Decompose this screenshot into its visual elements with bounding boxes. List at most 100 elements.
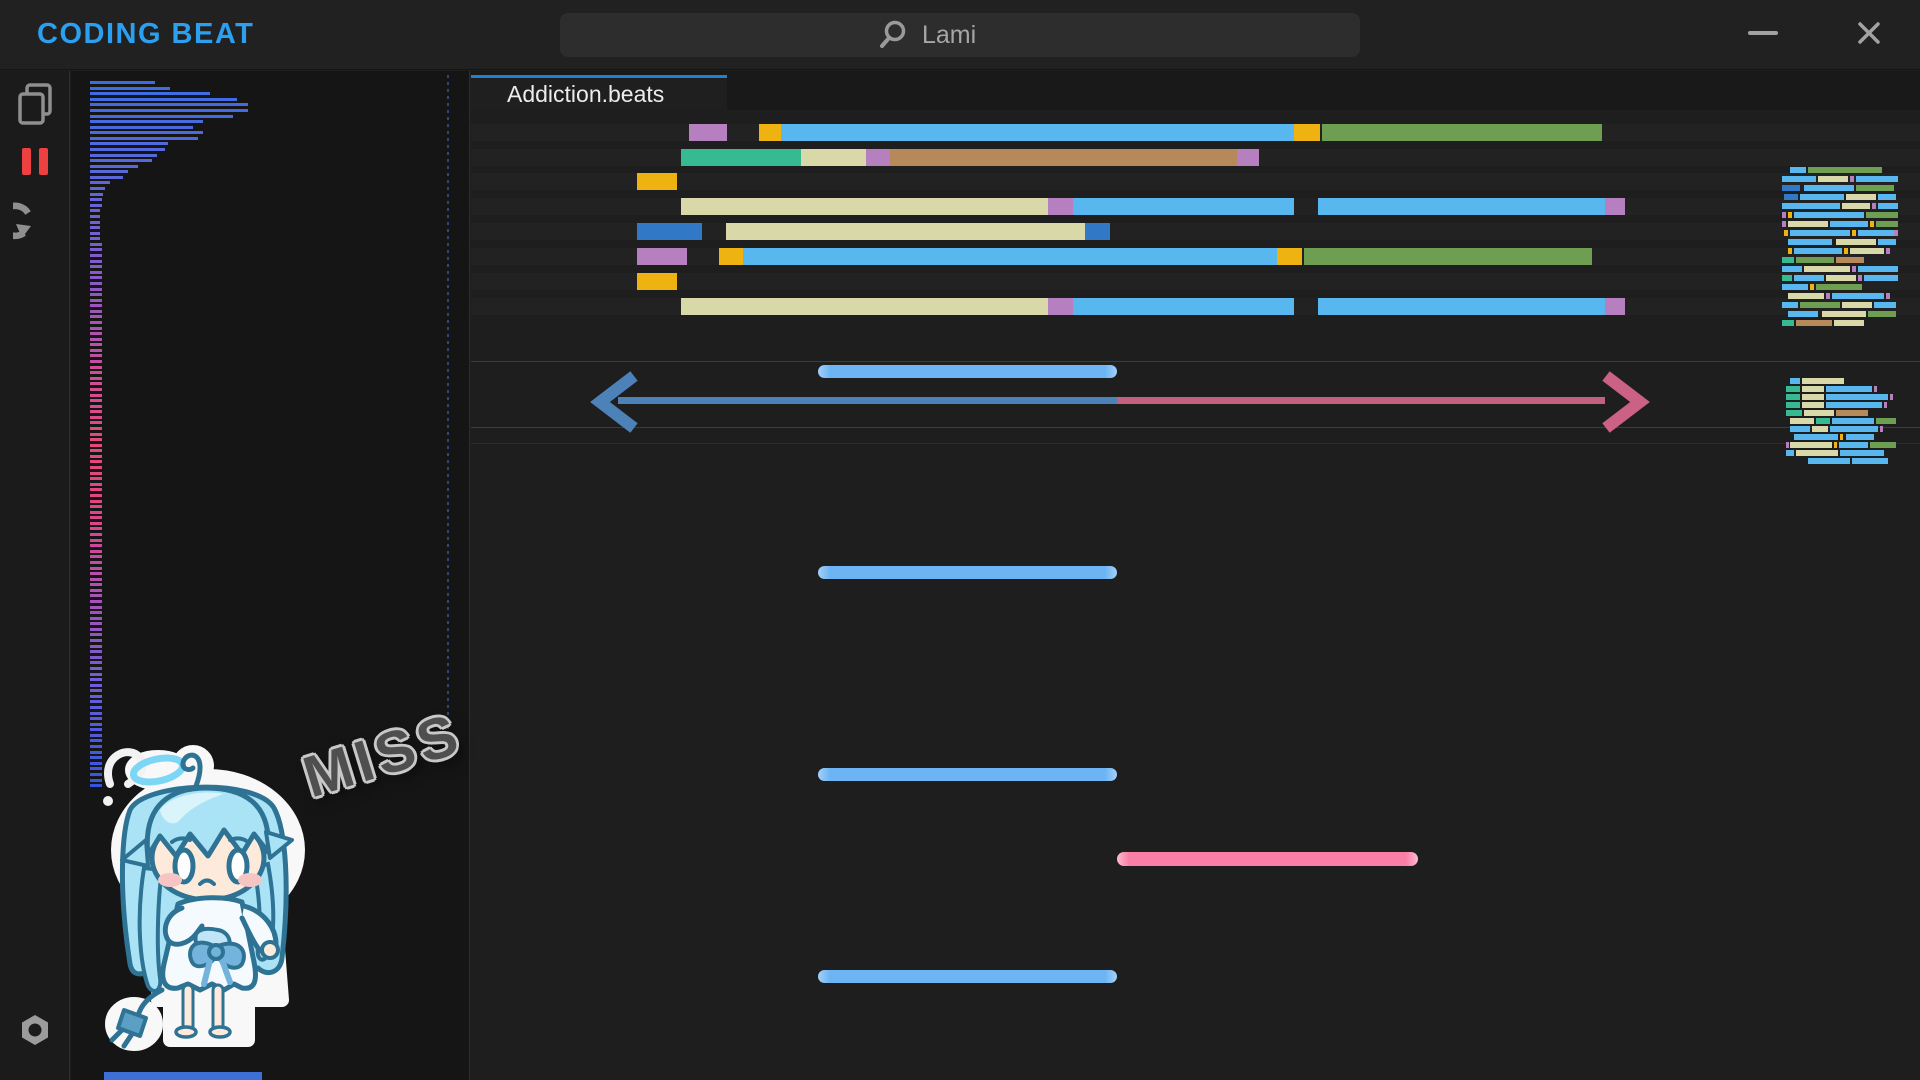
waveform-bar <box>90 164 138 168</box>
waveform-bar <box>90 493 102 497</box>
waveform-bar <box>90 644 102 648</box>
seek-arrow-left[interactable] <box>588 371 648 433</box>
waveform-bar <box>90 772 102 776</box>
minimap-segment <box>1890 394 1893 400</box>
code-token <box>681 298 1048 315</box>
minimap-secondary[interactable] <box>1786 378 1906 468</box>
minimap-segment <box>1782 284 1808 290</box>
waveform-bar <box>90 655 102 659</box>
tab-label: Addiction.beats <box>507 80 665 107</box>
minimap-primary[interactable] <box>1782 167 1902 331</box>
code-token <box>1605 298 1625 315</box>
minimap-segment <box>1804 185 1854 191</box>
minimap-segment <box>1876 418 1896 424</box>
minimize-button[interactable] <box>1740 10 1786 56</box>
tab-addiction-beats[interactable]: Addiction.beats <box>471 75 727 110</box>
minimap-segment <box>1836 410 1868 416</box>
minimap-segment <box>1866 212 1898 218</box>
plug-tail <box>116 1008 148 1038</box>
minimap-segment <box>1812 426 1828 432</box>
waveform-bar <box>90 460 102 464</box>
pause-button[interactable] <box>0 131 69 191</box>
note-pill-blue[interactable] <box>818 768 1117 781</box>
waveform-bar <box>90 756 102 760</box>
code-token <box>801 149 866 166</box>
waveform-dotted-guide <box>447 75 449 747</box>
settings-gear-icon <box>21 1015 48 1045</box>
waveform-bar <box>90 694 102 698</box>
waveform-bar <box>90 616 102 620</box>
minimap-segment <box>1796 257 1834 263</box>
settings-button[interactable] <box>0 1000 69 1060</box>
copy-button[interactable] <box>0 75 69 135</box>
waveform-bar <box>90 761 102 765</box>
waveform-bar <box>90 577 102 581</box>
minimap-segment <box>1790 442 1832 448</box>
waveform-bar <box>90 231 100 235</box>
waveform-bar <box>90 717 102 721</box>
waveform-bar <box>90 337 102 341</box>
minimap-segment <box>1868 311 1896 317</box>
note-pill-blue[interactable] <box>818 566 1117 579</box>
waveform-bar <box>90 488 102 492</box>
minimap-segment <box>1790 167 1806 173</box>
minimap-segment <box>1842 302 1872 308</box>
minimap-segment <box>1894 230 1898 236</box>
minimap-segment <box>1840 450 1884 456</box>
minimap-segment <box>1784 230 1788 236</box>
minimap-segment <box>1844 248 1848 254</box>
waveform-bar <box>90 443 102 447</box>
waveform-bar <box>90 175 123 179</box>
waveform-bar <box>90 622 102 626</box>
minimap-segment <box>1856 176 1898 182</box>
minimap-segment <box>1852 458 1888 464</box>
waveform-bar <box>90 711 102 715</box>
waveform-bar <box>90 365 102 369</box>
waveform-bar <box>90 371 102 375</box>
waveform-bar <box>90 281 102 285</box>
magnifier-icon <box>880 20 906 48</box>
minimap-segment <box>1858 230 1894 236</box>
code-token <box>1073 298 1294 315</box>
minimap-segment <box>1802 402 1824 408</box>
waveform-bar <box>90 220 100 224</box>
minimap-segment <box>1794 248 1842 254</box>
waveform-bar <box>90 404 102 408</box>
code-token <box>1237 149 1259 166</box>
waveform-bar <box>90 393 102 397</box>
minimize-icon <box>1748 31 1778 35</box>
waveform-bar <box>90 678 102 682</box>
minimap-segment <box>1782 176 1816 182</box>
search-input[interactable] <box>922 20 1042 50</box>
code-token <box>743 248 1277 265</box>
close-button[interactable] <box>1846 10 1892 56</box>
waveform-bar <box>90 627 102 631</box>
replay-button[interactable] <box>0 193 69 253</box>
seek-arrow-right[interactable] <box>1592 371 1652 433</box>
waveform-bar <box>90 572 102 575</box>
waveform-bar <box>90 86 170 90</box>
minimap-segment <box>1870 442 1896 448</box>
search-box[interactable] <box>560 13 1360 57</box>
note-pill-blue[interactable] <box>818 365 1117 378</box>
waveform-bar <box>90 432 102 436</box>
waveform-bar <box>90 521 102 525</box>
waveform-bar <box>90 108 248 112</box>
minimap-segment <box>1878 194 1896 200</box>
minimap-segment <box>1850 176 1854 182</box>
close-icon <box>1858 22 1880 44</box>
waveform-bar <box>90 566 102 570</box>
waveform-bar <box>90 611 102 615</box>
minimap-segment <box>1790 230 1850 236</box>
minimap-segment <box>1850 248 1884 254</box>
minimap-segment <box>1872 203 1876 209</box>
note-pill-blue[interactable] <box>818 970 1117 983</box>
waveform-bar <box>90 259 102 263</box>
waveform-bar <box>90 706 102 709</box>
waveform-bar <box>90 309 102 313</box>
minimap-segment <box>1796 320 1832 326</box>
code-row-bg <box>471 273 1920 290</box>
note-pill-pink[interactable] <box>1117 852 1418 866</box>
minimap-segment <box>1846 434 1874 440</box>
waveform-bar <box>90 237 100 241</box>
